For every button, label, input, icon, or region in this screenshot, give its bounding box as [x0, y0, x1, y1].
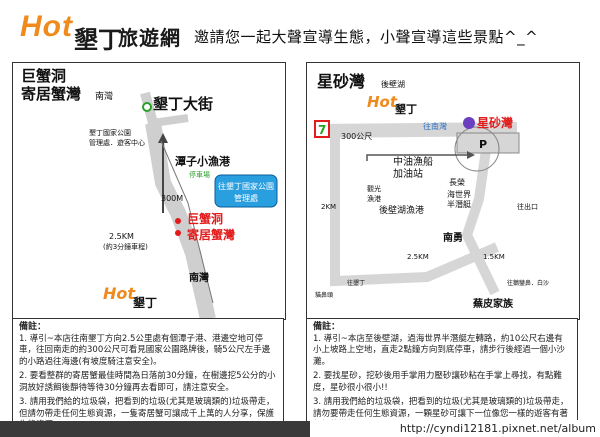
header: Hot 墾丁 旅遊網 邀請您一起大聲宣導生態，小聲宣導這些景點^_^ — [0, 0, 600, 60]
notes-left-item-2: 2. 要看整群的寄居蟹最佳時間為日落前30分鐘，在樹邊挖5公分的小洞放好誘餌後靜… — [19, 371, 276, 393]
crab-cave-label: 巨蟹洞 — [187, 211, 223, 226]
main-road — [145, 121, 216, 319]
nanyong-home: 蕪皮家族 — [473, 297, 514, 310]
kt-logo: 墾丁 — [395, 102, 417, 116]
hermit-bay-marker[interactable] — [175, 230, 181, 236]
nanyong-label: 南勇 — [443, 231, 463, 244]
port-label: 潭子小漁港 — [175, 154, 231, 168]
maobitou: 貓鼻頭 — [315, 291, 333, 299]
star-sand-marker[interactable] — [463, 117, 475, 129]
right-map: 7 星砂灣 後壁湖 Hot 墾丁 往南灣 星砂灣 P 300公尺 中油漁船 加油… — [314, 72, 549, 310]
notes-left-item-1: 1. 導引~本店往南墾丁方向2.5公里處有個潭子港、港邊空地可停車，往回南走的約… — [19, 333, 271, 367]
left-title-2: 寄居蟹灣 — [21, 85, 81, 103]
time-label: (約3分鐘車程) — [103, 242, 148, 251]
top-road — [316, 122, 518, 138]
notes-right-title: 備註： — [313, 322, 341, 332]
changjiao-label: 長榮 — [449, 177, 465, 187]
seven-eleven-label: 7 — [318, 123, 326, 137]
notes-right-item-2: 2. 要找星砂，挖砂後用手掌用力壓砂讓砂粘在手掌上尋找，有點難度，星砂很小很小!… — [313, 371, 562, 393]
right-title-sub: 後壁湖 — [381, 79, 405, 89]
houbihu-port: 後壁湖漁港 — [379, 204, 424, 216]
park-label-2: 管理處．遊客中心 — [89, 138, 145, 147]
notes-left: 備註： 1. 導引~本店往南墾丁方向2.5公里處有個潭子港、港邊空地可停車，往回… — [12, 318, 284, 422]
haishijie-2: 半潛艇 — [447, 199, 471, 209]
notes-left-item-3: 3. 請用我們給的垃圾袋，把看到的垃圾(尤其是玻璃類的)垃圾帶走，但請勿帶走任何… — [19, 397, 275, 421]
haishijie-1: 海世界 — [447, 189, 471, 199]
notes-right-item-3: 3. 請用我們給的垃圾袋，把看到的垃圾(尤其是玻璃類的)垃圾帶走，請勿要帶走任何… — [313, 397, 569, 421]
hot-logo: Hot — [367, 93, 398, 111]
zhongyou-2: 加油站 — [393, 167, 423, 180]
left-map-panel: 往墾丁國家公園 管理處 巨蟹洞 寄居蟹灣 南灣 墾丁大街 墾丁國家公園 管理處．… — [12, 62, 286, 320]
right-title: 星砂灣 — [317, 72, 365, 91]
arrow-head-1 — [158, 133, 168, 143]
parking-p: P — [479, 138, 487, 151]
dist-25km: 2.5KM — [407, 253, 429, 261]
parking-area — [456, 132, 520, 154]
dist-2km: 2KM — [321, 203, 336, 211]
zhongyou-1: 中油漁船 — [393, 155, 433, 168]
dist-300-label: 300M — [161, 194, 183, 203]
to-exit: 往出口 — [517, 202, 538, 211]
arrow-head-r — [467, 151, 475, 159]
guangguan-2: 漁港 — [367, 194, 381, 203]
guangguan-1: 觀光 — [367, 184, 381, 193]
nanwan-label: 南灣 — [189, 271, 209, 284]
star-sand-label: 星砂灣 — [477, 115, 513, 130]
bottom-logo-kt: 墾丁 — [133, 295, 157, 310]
dist-15km: 1.5KM — [483, 253, 505, 261]
left-map: 往墾丁國家公園 管理處 巨蟹洞 寄居蟹灣 南灣 墾丁大街 墾丁國家公園 管理處．… — [21, 67, 278, 319]
logo-site[interactable]: 旅遊網 — [118, 26, 181, 50]
to-kenting: 往墾丁 — [347, 279, 365, 287]
left-title-sub: 南灣 — [95, 90, 113, 102]
park-sign — [214, 174, 278, 208]
logo-kenting[interactable]: 墾丁 — [74, 26, 122, 54]
beach-outline — [454, 126, 500, 172]
right-road — [461, 142, 500, 296]
logo-hot[interactable]: Hot — [20, 10, 73, 43]
dist-300m: 300公尺 — [341, 132, 372, 141]
dist-25-label: 2.5KM — [109, 232, 134, 241]
route-line — [160, 140, 214, 304]
hermit-bay-label: 寄居蟹灣 — [187, 227, 235, 242]
street-label: 墾丁大街 — [153, 95, 213, 113]
notes-right: 備註： 1. 導引~本店至後壁湖，過海世界半潛艇左轉路，約10公尺右邊有小上坡路… — [306, 318, 578, 422]
arrow-route — [366, 154, 467, 161]
park-label-1: 墾丁國家公園 — [89, 128, 131, 137]
right-map-panel: 7 星砂灣 後壁湖 Hot 墾丁 往南灣 星砂灣 P 300公尺 中油漁船 加油… — [306, 62, 580, 320]
left-road — [330, 133, 499, 287]
sign-line-1: 往墾丁國家公園 — [218, 181, 274, 191]
to-eluanbi: 往鵝鑾鼻．白沙 — [507, 279, 549, 287]
sign-line-2: 管理處 — [234, 193, 258, 203]
crab-cave-marker[interactable] — [175, 218, 181, 224]
left-title-1: 巨蟹洞 — [21, 67, 66, 85]
bottom-logo-hot: Hot — [103, 284, 136, 303]
parking-label: 停車場 — [189, 170, 210, 179]
to-nanwan-label: 往南灣 — [423, 121, 447, 131]
road-east — [152, 114, 189, 127]
seven-eleven-icon — [314, 120, 330, 138]
invitation-text: 邀請您一起大聲宣導生態，小聲宣導這些景點^_^ — [194, 28, 539, 46]
notes-left-title: 備註： — [19, 322, 47, 332]
footer-url[interactable]: http://cyndi12181.pixnet.net/album — [310, 420, 600, 437]
notes-right-item-1: 1. 導引~本店至後壁湖，過海世界半潛艇左轉路，約10公尺右邊有小上坡路上空地，… — [313, 333, 565, 367]
park-hq-icon — [142, 102, 152, 112]
